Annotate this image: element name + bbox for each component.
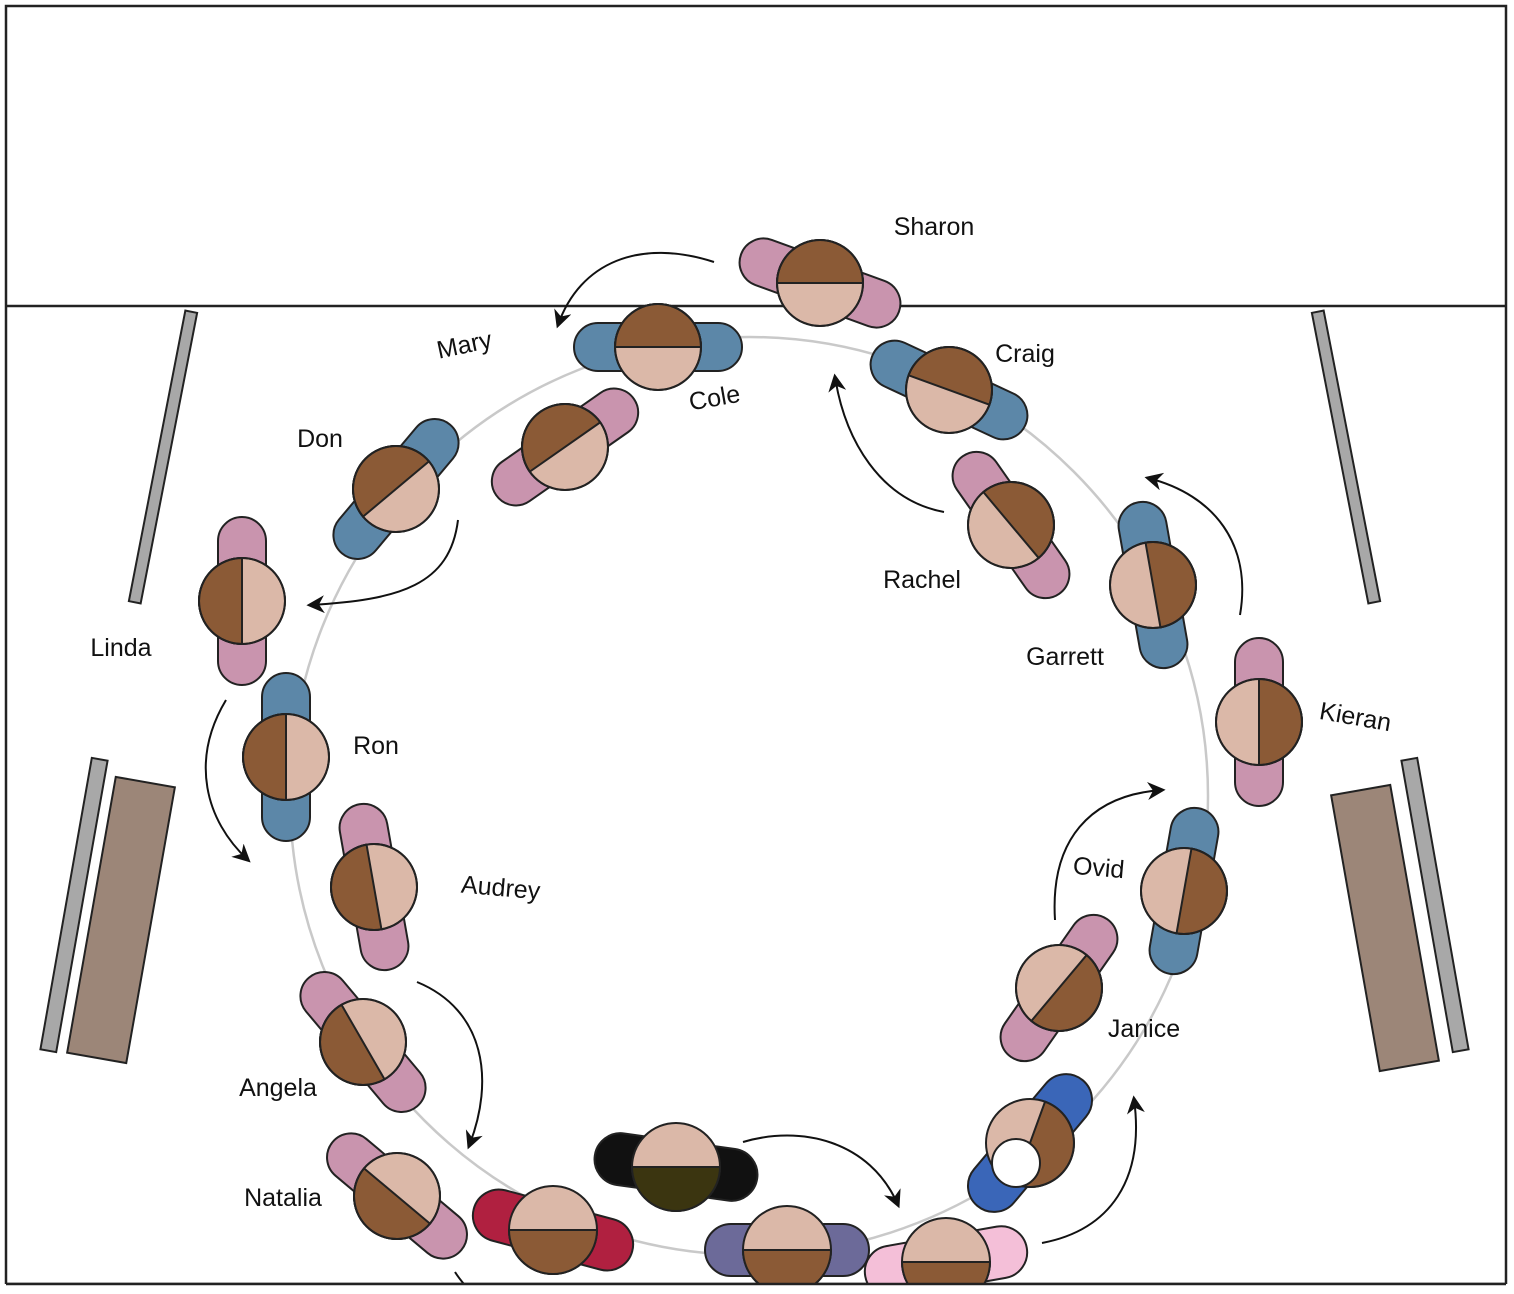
label-ovid: Ovid (1072, 852, 1126, 884)
other-dancers-layer (471, 1073, 1093, 1294)
head-outline-don (352, 445, 440, 533)
dancer-bottom-pink (863, 1217, 1029, 1294)
white-accessory (991, 1138, 1041, 1188)
arrow-bottom-to-right (742, 1134, 901, 1209)
label-ron: Ron (353, 732, 399, 760)
dancer-mary (490, 387, 640, 507)
dancer-craig (869, 339, 1029, 441)
label-natalia: Natalia (244, 1184, 322, 1212)
head-outline-ovid (1140, 847, 1228, 935)
label-rachel: Rachel (883, 566, 961, 594)
bottom-mask (0, 1284, 1514, 1289)
arrow-rachel-to-craig (828, 373, 945, 513)
head-outline-rachel (967, 481, 1055, 569)
dancer-ron (242, 672, 330, 842)
head-outline-sharon (776, 239, 864, 327)
label-audrey: Audrey (460, 871, 542, 906)
arrow-don-to-linda (306, 519, 459, 614)
dancer-natalia (326, 1132, 468, 1260)
label-craig: Craig (995, 340, 1055, 368)
label-kieran: Kieran (1317, 697, 1393, 737)
dancer-bottom-dark-hair (630, 1165, 722, 1212)
left-upper-rail (127, 309, 199, 605)
label-linda: Linda (90, 634, 151, 662)
label-sharon: Sharon (894, 213, 975, 241)
dancer-blue-right (967, 1073, 1093, 1213)
dancer-sharon (738, 237, 902, 329)
label-cole: Cole (687, 380, 743, 417)
arrow-bottom-to-janice (1041, 1095, 1145, 1244)
dancer-don (332, 418, 460, 560)
hair-linda (198, 556, 244, 646)
arrow-ovid-to-kieran (1053, 782, 1166, 921)
head-outline-ron (242, 713, 330, 801)
dancer-bottom-dark (593, 1122, 759, 1212)
arrow-kieran-to-garrett (1144, 472, 1244, 616)
head-outline-audrey (330, 843, 418, 931)
dancer-angela (299, 971, 427, 1113)
head-outline-garrett (1109, 541, 1197, 629)
hair-kieran (1257, 677, 1303, 767)
arrow-linda-to-ron (204, 699, 251, 863)
dancer-kieran (1215, 637, 1303, 807)
left-bench (65, 775, 177, 1065)
dancer-bottom-red (471, 1185, 635, 1275)
dancer-cole (573, 303, 743, 391)
dancer-linda (198, 516, 286, 686)
head-outline-kieran (1215, 678, 1303, 766)
head-outline-linda (198, 557, 286, 645)
label-garrett: Garrett (1026, 643, 1104, 671)
right-bench (1329, 783, 1441, 1073)
dancer-ovid (1140, 806, 1228, 976)
right-lower-rail (1400, 756, 1470, 1054)
dancer-bottom-purple (704, 1205, 870, 1294)
dancer-audrey (330, 802, 418, 972)
head-outline-natalia (353, 1152, 441, 1240)
head-outline-angela (319, 998, 407, 1086)
left-lower-rail (39, 756, 109, 1054)
arrow-sharon-to-mary (554, 251, 715, 329)
head-outline-craig (905, 346, 993, 434)
dancer-janice (999, 913, 1119, 1063)
head-outline-cole (614, 303, 702, 391)
arrow-audrey-to-angela (416, 981, 484, 1150)
dancer-rachel (951, 450, 1071, 600)
label-angela: Angela (239, 1074, 317, 1102)
dancer-garrett (1109, 500, 1197, 670)
right-upper-rail (1310, 309, 1382, 605)
dancer-bottom-red-hair (507, 1228, 599, 1275)
head-outline-janice (1015, 944, 1103, 1032)
label-don: Don (297, 425, 343, 453)
label-janice: Janice (1108, 1015, 1180, 1043)
hair-ron (242, 712, 288, 802)
dancers-layer (198, 237, 1303, 1260)
hair-cole (613, 303, 703, 349)
head-outline-mary (521, 403, 609, 491)
label-mary: Mary (434, 326, 495, 365)
